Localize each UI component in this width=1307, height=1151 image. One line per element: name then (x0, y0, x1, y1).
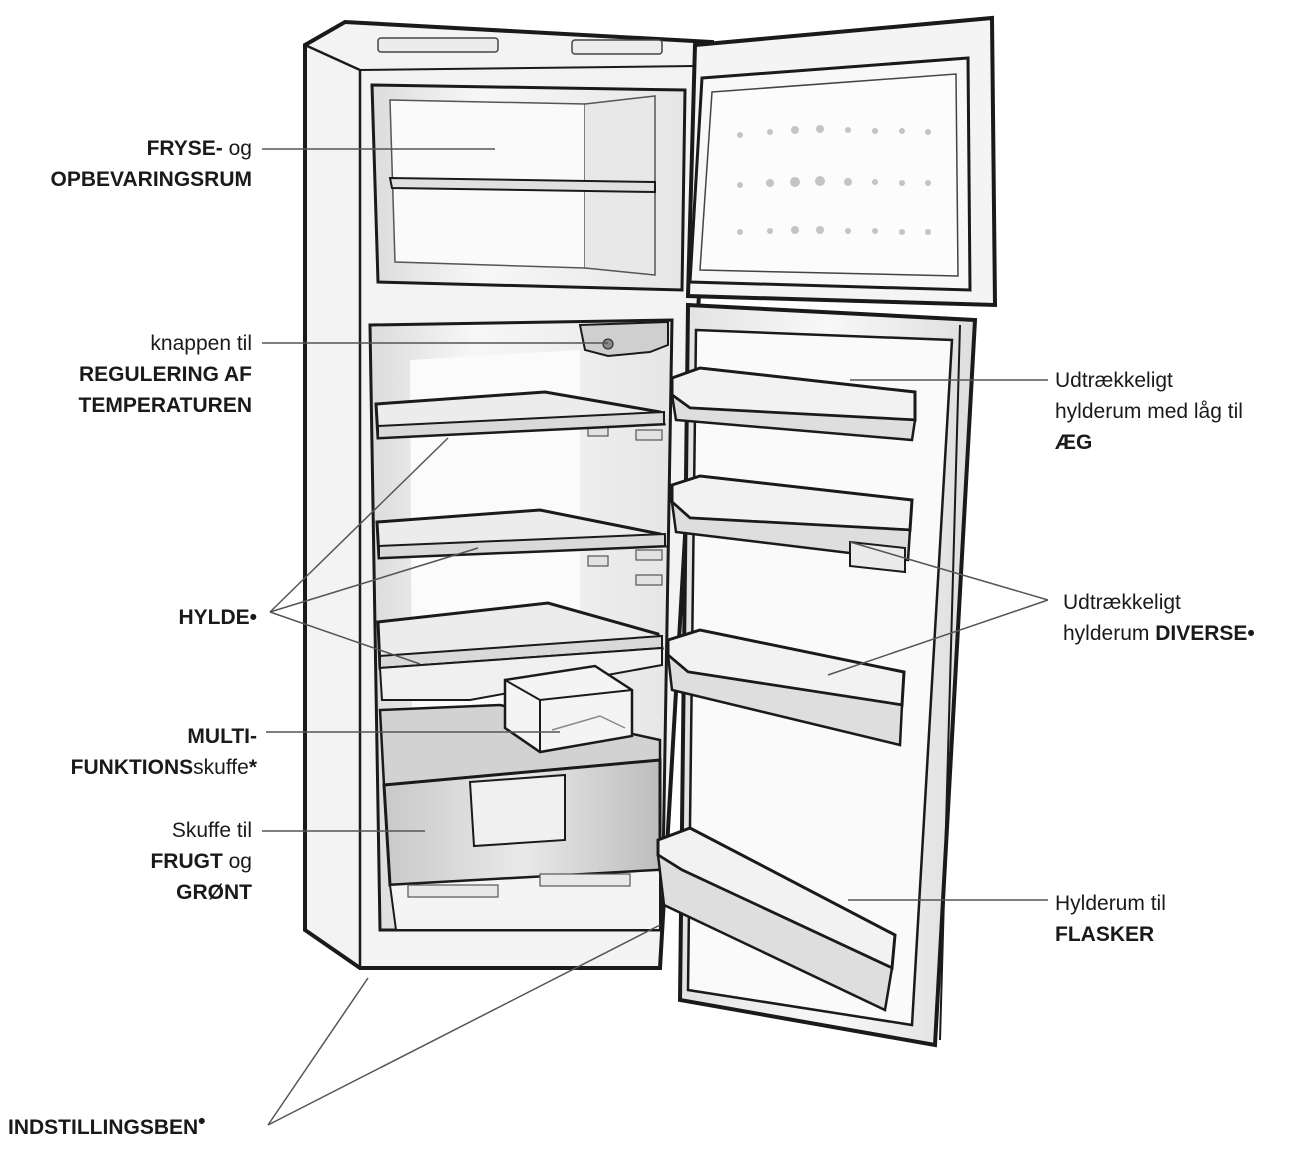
leader-shelf-2 (269, 547, 479, 613)
label-freezer-bold: FRYSE- (146, 137, 223, 160)
freezer-door-dimples (737, 125, 931, 235)
label-misc-tray: Udtrækkeligt hylderum DIVERSE• (1063, 587, 1255, 649)
leader-lines (262, 148, 1049, 1126)
label-multi-drawer-line1: MULTI- (187, 725, 257, 748)
label-crisper-line1: Skuffe til (171, 819, 252, 842)
label-egg-tray-line1: Udtrækkeligt (1055, 369, 1173, 392)
crisper-drawer (382, 758, 662, 931)
label-misc-tray-bold: DIVERSE (1155, 622, 1248, 645)
label-thermostat-line1: knappen til (150, 332, 252, 355)
leader-feet-2 (267, 924, 661, 1126)
label-bottle-tray-line2: FLASKER (1055, 923, 1155, 946)
label-crisper-bold: FRUGT (150, 850, 223, 873)
leader-feet-1 (267, 977, 369, 1126)
leader-misc-tray-1 (849, 541, 1049, 601)
label-multi-drawer-mark: * (248, 756, 257, 779)
freezer-compartment (370, 83, 687, 292)
leader-shelf-3 (269, 611, 421, 665)
label-misc-tray-line1: Udtrækkeligt (1063, 591, 1181, 614)
label-misc-tray-mark: • (1247, 622, 1255, 645)
label-multi-drawer-rest: skuffe (193, 756, 249, 779)
label-misc-tray-rest: hylderum (1063, 622, 1156, 645)
label-thermostat-line3: TEMPERATUREN (78, 394, 252, 417)
label-egg-tray-line3: ÆG (1055, 431, 1093, 454)
label-crisper-rest: og (222, 850, 252, 873)
label-thermostat: knappen til REGULERING AF TEMPERATUREN (79, 328, 252, 421)
label-shelf: HYLDE• (178, 602, 257, 633)
label-multi-drawer-bold: FUNKTIONS (70, 756, 194, 779)
label-crisper: Skuffe til FRUGT og GRØNT (150, 815, 252, 908)
label-freezer: FRYSE- og OPBEVARINGSRUM (51, 133, 252, 195)
label-egg-tray-line2: hylderum med låg til (1055, 400, 1243, 423)
leader-misc-tray-2 (827, 599, 1049, 676)
label-multi-drawer: MULTI- FUNKTIONSskuffe* (71, 721, 257, 783)
label-bottle-tray-line1: Hylderum til (1055, 892, 1166, 915)
label-crisper-line3: GRØNT (176, 881, 252, 904)
label-freezer-line2: OPBEVARINGSRUM (50, 168, 252, 191)
label-feet-bold: INDSTILLINGSBEN (8, 1116, 199, 1139)
label-feet: INDSTILLINGSBEN• (8, 1110, 206, 1143)
label-shelf-bold: HYLDE (178, 606, 250, 629)
freezer-door (685, 15, 998, 308)
label-shelf-mark: • (249, 606, 257, 629)
glass-shelves (374, 390, 668, 701)
door-balconies (656, 366, 917, 1012)
label-thermostat-line2: REGULERING AF (78, 363, 252, 386)
leader-shelf-1 (269, 437, 449, 613)
label-bottle-tray: Hylderum til FLASKER (1055, 888, 1166, 950)
label-feet-mark: • (198, 1110, 206, 1133)
label-freezer-rest: og (222, 137, 252, 160)
label-egg-tray: Udtrækkeligt hylderum med låg til ÆG (1055, 365, 1243, 458)
